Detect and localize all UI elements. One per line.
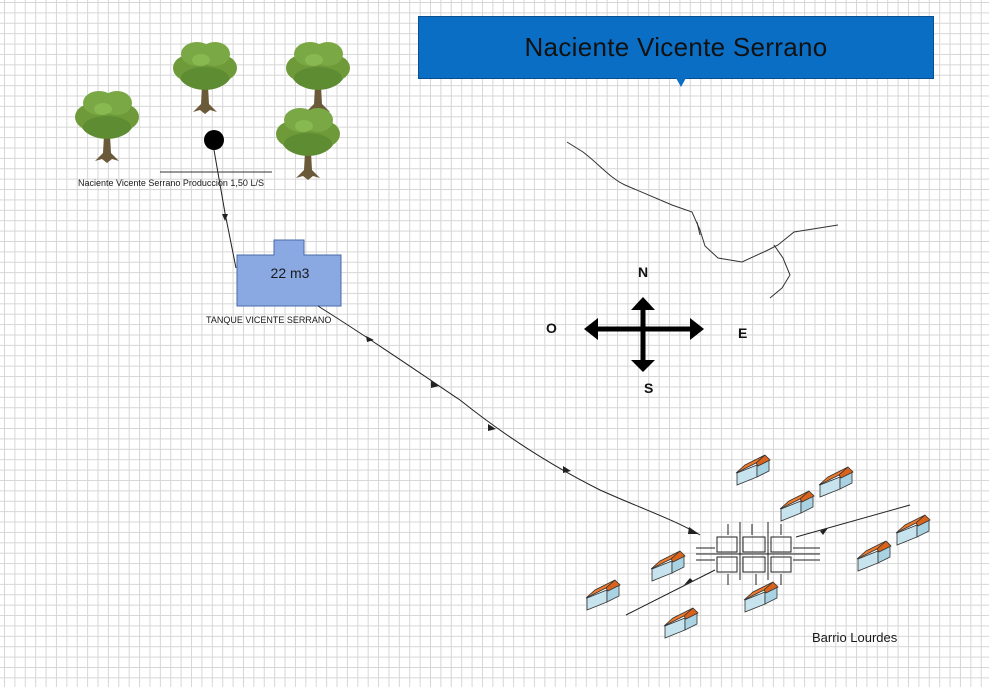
tank-label: TANQUE VICENTE SERRANO <box>206 315 332 325</box>
page-title: Naciente Vicente Serrano <box>524 32 828 62</box>
house-icon <box>895 514 931 546</box>
spring-point-icon <box>204 130 224 150</box>
river-line <box>566 141 839 263</box>
compass-east-label: E <box>738 325 748 341</box>
house-icon <box>663 607 699 639</box>
house-icon <box>735 454 771 486</box>
distribution-line <box>795 504 911 538</box>
tank-capacity-label: 22 m3 <box>270 265 310 281</box>
water-tank-icon <box>236 239 342 307</box>
house-icon <box>779 490 815 522</box>
river-branch <box>769 244 791 299</box>
house-icon <box>650 550 686 582</box>
distribution-line <box>625 569 716 616</box>
flow-arrow <box>488 424 496 431</box>
flow-arrow <box>431 381 439 388</box>
compass-icon <box>584 297 704 372</box>
flow-arrow <box>688 527 699 534</box>
house-icon <box>818 466 854 498</box>
pipe-tank-to-community <box>317 305 701 536</box>
community-label: Barrio Lourdes <box>812 630 898 645</box>
flow-arrow <box>684 578 693 585</box>
title-callout: Naciente Vicente Serrano <box>418 16 934 79</box>
compass-west-label: O <box>546 320 557 336</box>
street-grid-icon <box>696 522 820 585</box>
tree-icon <box>286 42 350 114</box>
house-icon <box>856 540 892 572</box>
compass-north-label: N <box>638 264 649 280</box>
flow-arrow <box>366 336 374 342</box>
tree-icon <box>75 91 139 163</box>
house-icon <box>585 579 621 611</box>
tree-icon <box>276 108 340 180</box>
flow-arrow <box>222 214 228 221</box>
house-icon <box>743 581 779 613</box>
spring-label: Naciente Vicente Serrano Producción 1,50… <box>78 178 264 188</box>
flow-arrow <box>563 466 571 473</box>
flow-arrow <box>820 528 828 535</box>
tree-icon <box>173 42 237 114</box>
callout-tail <box>676 78 686 87</box>
compass-south-label: S <box>644 380 654 396</box>
pipe-spring-to-tank <box>213 149 237 269</box>
